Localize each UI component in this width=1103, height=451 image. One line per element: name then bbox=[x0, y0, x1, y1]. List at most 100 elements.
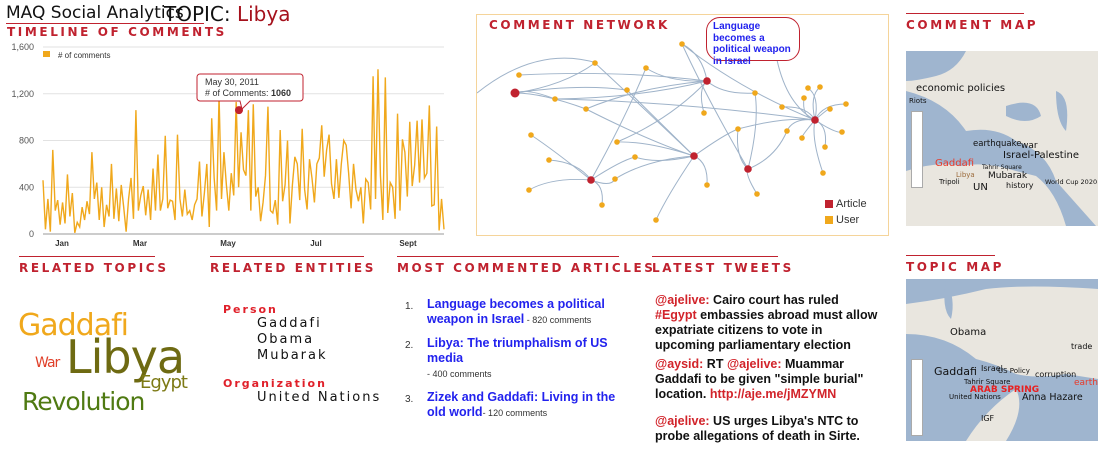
map-label[interactable]: World Cup 2020 bbox=[1045, 178, 1098, 186]
tweet-text: RT bbox=[703, 357, 727, 371]
network-edge bbox=[616, 80, 708, 143]
map-label[interactable]: Libya bbox=[956, 171, 975, 179]
map-label[interactable]: Israel bbox=[981, 364, 1003, 373]
user-node bbox=[612, 176, 618, 182]
map-label[interactable]: Mubarak bbox=[988, 171, 1028, 181]
map-label[interactable]: Gaddafi bbox=[935, 158, 974, 169]
entity-mubarak[interactable]: Mubarak bbox=[257, 348, 328, 363]
user-node bbox=[784, 128, 790, 134]
article-count: - 820 comments bbox=[524, 315, 592, 325]
map-water bbox=[906, 279, 1098, 441]
map-label[interactable]: Gaddafi bbox=[934, 365, 977, 378]
network-edge bbox=[814, 119, 826, 148]
user-node bbox=[735, 126, 741, 132]
entity-gaddafi[interactable]: Gaddafi bbox=[257, 316, 322, 331]
article-node bbox=[744, 165, 752, 173]
network-title: COMMENT NETWORK bbox=[489, 18, 670, 32]
map-label[interactable]: UN bbox=[973, 182, 988, 193]
tweet-user[interactable]: @ajelive: bbox=[655, 414, 710, 428]
tag-war[interactable]: War bbox=[35, 355, 60, 371]
tag-gaddafi[interactable]: Gaddafi bbox=[18, 308, 129, 343]
y-tick-label: 800 bbox=[19, 136, 34, 146]
articles-list: 1.Language becomes a political weapon in… bbox=[405, 297, 630, 429]
network-edge bbox=[737, 128, 749, 170]
tweet-mention[interactable]: @ajelive: bbox=[726, 357, 782, 371]
related-topics-title: RELATED TOPICS bbox=[19, 256, 166, 275]
tweet-link[interactable]: http://aje.me/jMZYMN bbox=[709, 387, 837, 401]
map-label[interactable]: Anna Hazare bbox=[1022, 392, 1083, 403]
map-label[interactable]: IGF bbox=[981, 414, 995, 423]
tag-revolution[interactable]: Revolution bbox=[22, 387, 145, 416]
tweet: @ajelive: US urges Libya's NTC to probe … bbox=[655, 414, 880, 444]
topic-map[interactable]: Obama trade Gaddafi Israel US Policy cor… bbox=[906, 279, 1098, 441]
map-label[interactable]: United Nations bbox=[949, 393, 1001, 401]
map-label[interactable]: earthquake bbox=[1074, 378, 1098, 388]
user-node bbox=[624, 87, 630, 93]
map-label[interactable]: Tahrir Square bbox=[964, 378, 1011, 386]
entity-group-organization: Organization bbox=[223, 377, 327, 390]
tweet-hashtag[interactable]: #Egypt bbox=[655, 308, 697, 322]
tag-libya[interactable]: Libya bbox=[66, 330, 185, 384]
comment-map[interactable]: economic policies Riots earthquake war I… bbox=[906, 51, 1098, 226]
network-legend: Article User bbox=[825, 198, 867, 226]
network-edge bbox=[706, 80, 756, 94]
x-tick-label: May bbox=[220, 239, 236, 248]
network-edge bbox=[554, 80, 708, 100]
network-edge bbox=[747, 92, 757, 170]
entity-obama[interactable]: Obama bbox=[257, 332, 315, 347]
topic-heading: TOPIC: Libya bbox=[164, 2, 290, 26]
tag-egypt[interactable]: Egypt bbox=[140, 372, 188, 393]
user-node bbox=[679, 41, 685, 47]
topic-label: TOPIC: bbox=[164, 2, 231, 26]
network-graph bbox=[477, 41, 849, 223]
article-link[interactable]: Language becomes a political weapon in I… bbox=[427, 297, 605, 326]
user-node bbox=[827, 106, 833, 112]
map-label[interactable]: Riots bbox=[909, 97, 927, 105]
x-tick-label: Jan bbox=[55, 239, 69, 248]
article-link[interactable]: Libya: The triumphalism of US media bbox=[427, 336, 608, 365]
comments-series-line bbox=[42, 69, 445, 233]
tooltip-box bbox=[196, 73, 304, 110]
article-swatch bbox=[825, 200, 833, 208]
tweet-text: Muammar Gaddafi to be given "simple buri… bbox=[655, 357, 864, 401]
user-node bbox=[516, 72, 522, 78]
map-label[interactable]: war bbox=[1021, 141, 1038, 151]
map-label[interactable]: corruption bbox=[1035, 370, 1077, 379]
article-link[interactable]: Zizek and Gaddafi: Living in the old wor… bbox=[427, 390, 616, 419]
network-edge bbox=[477, 57, 598, 94]
topic-value: Libya bbox=[236, 2, 291, 26]
network-edge bbox=[645, 67, 708, 82]
network-edge bbox=[518, 72, 708, 82]
user-node bbox=[843, 101, 849, 107]
map-label[interactable]: trade bbox=[1071, 342, 1093, 351]
map-label[interactable]: earthquake bbox=[973, 139, 1022, 149]
user-node bbox=[614, 139, 620, 145]
tweet-user[interactable]: @ajelive: bbox=[655, 293, 710, 307]
comment-map-title: COMMENT MAP bbox=[906, 13, 1036, 32]
map-label[interactable]: Israel-Palestine bbox=[1003, 150, 1079, 161]
map-label[interactable]: ARAB SPRING bbox=[970, 385, 1040, 395]
user-node bbox=[817, 84, 823, 90]
network-edge bbox=[514, 86, 628, 94]
tweet-user[interactable]: @aysid: bbox=[655, 357, 704, 371]
x-tick-label: Jul bbox=[310, 239, 322, 248]
user-node bbox=[526, 187, 532, 193]
map-zoom-slider[interactable] bbox=[911, 359, 923, 436]
user-node bbox=[632, 154, 638, 160]
map-zoom-slider[interactable] bbox=[911, 111, 923, 188]
map-label[interactable]: Tripoli bbox=[939, 178, 960, 186]
entity-united-nations[interactable]: United Nations bbox=[257, 390, 382, 405]
user-node bbox=[801, 95, 807, 101]
network-edge bbox=[614, 155, 695, 180]
map-label[interactable]: Obama bbox=[950, 327, 987, 338]
user-node bbox=[799, 135, 805, 141]
map-label[interactable]: economic policies bbox=[916, 83, 1006, 94]
user-node bbox=[704, 182, 710, 188]
tweet-text: Cairo court has ruled bbox=[709, 293, 839, 307]
map-label[interactable]: US Policy bbox=[998, 367, 1030, 375]
tweets-title: LATEST TWEETS bbox=[652, 256, 791, 275]
map-label[interactable]: history bbox=[1006, 181, 1034, 190]
map-label[interactable]: Tahrir Square bbox=[982, 164, 1022, 171]
network-edge bbox=[514, 92, 587, 110]
user-node bbox=[820, 170, 826, 176]
